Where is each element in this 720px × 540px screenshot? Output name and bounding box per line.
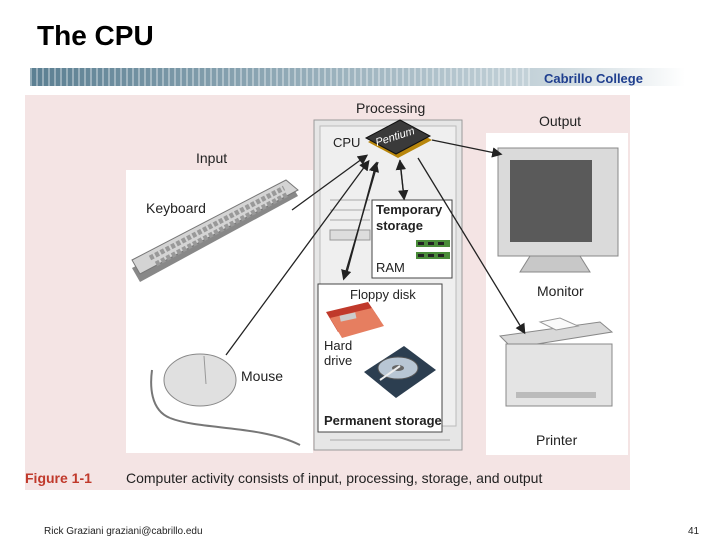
temporary-storage-label-1: Temporary bbox=[376, 202, 443, 217]
mouse-label: Mouse bbox=[241, 368, 284, 384]
keyboard-label: Keyboard bbox=[146, 200, 206, 216]
slide-title: The CPU bbox=[37, 20, 154, 51]
printer-label: Printer bbox=[536, 432, 578, 448]
footer-author: Rick Graziani graziani@cabrillo.edu bbox=[44, 526, 203, 537]
mouse-icon bbox=[150, 353, 301, 446]
floppy-disk-icon bbox=[326, 302, 384, 338]
printer-icon bbox=[498, 317, 614, 407]
figure-number: Figure 1-1 bbox=[25, 470, 92, 486]
data-flow-arrows bbox=[225, 139, 526, 356]
page-number: 41 bbox=[688, 526, 700, 537]
arrow-mouse-to-cpu bbox=[225, 159, 370, 356]
permanent-storage-label: Permanent storage bbox=[324, 413, 442, 428]
hard-drive-icon bbox=[364, 346, 436, 398]
figure-caption: Computer activity consists of input, pro… bbox=[126, 470, 543, 486]
header-banner bbox=[30, 68, 685, 86]
temporary-storage-label-2: storage bbox=[376, 218, 423, 233]
ram-label: RAM bbox=[376, 260, 405, 275]
college-name: Cabrillo College bbox=[544, 71, 643, 86]
temporary-storage-box bbox=[371, 199, 453, 279]
arrow-cpu-to-monitor bbox=[431, 139, 503, 158]
hard-drive-label-1: Hard bbox=[324, 338, 353, 353]
ram-modules bbox=[416, 240, 450, 259]
monitor-label: Monitor bbox=[537, 283, 584, 299]
input-label: Input bbox=[196, 150, 228, 166]
cpu-label: CPU bbox=[333, 135, 361, 150]
arrow-temporary-to-cpu bbox=[395, 159, 407, 199]
processing-label: Processing bbox=[356, 100, 426, 116]
monitor-icon bbox=[497, 147, 619, 273]
output-label: Output bbox=[539, 113, 582, 129]
permanent-storage-box bbox=[317, 283, 443, 433]
hard-drive-label-2: drive bbox=[324, 353, 353, 368]
floppy-disk-label: Floppy disk bbox=[350, 287, 416, 302]
cpu-chip bbox=[364, 119, 432, 158]
arrow-keyboard-to-cpu bbox=[291, 154, 369, 211]
arrow-permanent-to-cpu bbox=[345, 161, 380, 277]
keyboard-icon bbox=[131, 179, 299, 282]
arrow-cpu-to-printer bbox=[417, 157, 526, 335]
